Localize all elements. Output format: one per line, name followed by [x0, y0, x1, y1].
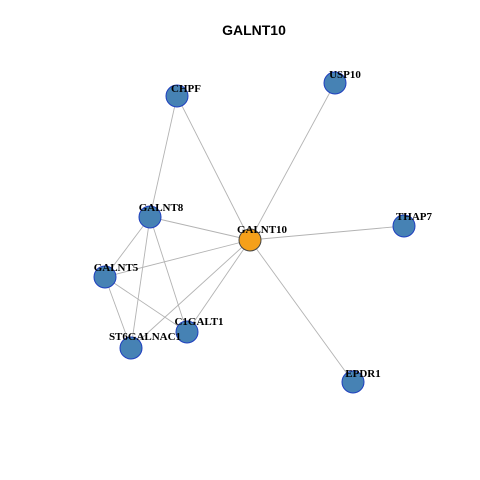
- node-circle-chpf[interactable]: [165, 84, 189, 108]
- node-galnt5[interactable]: GALNT5: [93, 262, 139, 289]
- edge-galnt10-chpf: [176, 95, 251, 241]
- node-circle-st6galnac1[interactable]: [119, 336, 143, 360]
- edge-galnt8-st6galnac1: [130, 216, 151, 349]
- diagram-title: GALNT10: [222, 22, 286, 38]
- node-circle-c1galt1[interactable]: [175, 320, 199, 344]
- edge-galnt10-thap7: [249, 225, 405, 241]
- edge-galnt10-galnt5: [104, 239, 251, 278]
- node-thap7[interactable]: THAP7: [392, 211, 433, 238]
- edge-galnt10-c1galt1: [186, 239, 251, 333]
- node-chpf[interactable]: CHPF: [165, 83, 201, 108]
- node-label-galnt10: GALNT10: [237, 224, 288, 236]
- edge-galnt5-st6galnac1: [104, 276, 132, 349]
- edge-galnt8-galnt5: [104, 216, 151, 278]
- node-st6galnac1[interactable]: ST6GALNAC1: [109, 331, 181, 360]
- node-galnt10[interactable]: GALNT10: [237, 224, 288, 252]
- node-layer: GALNT10 CHPF USP10GALNT8THAP7GALNT5C1GALT1…: [93, 69, 433, 394]
- node-label-galnt8: GALNT8: [139, 202, 184, 214]
- node-epdr1[interactable]: EPDR1: [341, 368, 381, 394]
- edge-galnt8-c1galt1: [149, 216, 188, 333]
- node-c1galt1[interactable]: C1GALT1: [174, 316, 224, 344]
- edge-galnt10-epdr1: [249, 239, 354, 383]
- edge-layer: [104, 82, 405, 383]
- node-circle-galnt5[interactable]: [93, 265, 117, 289]
- node-label-st6galnac1: ST6GALNAC1: [109, 331, 181, 343]
- node-circle-galnt10[interactable]: [238, 228, 262, 252]
- node-label-epdr1: EPDR1: [345, 368, 380, 380]
- edge-galnt10-usp10: [249, 82, 336, 241]
- node-circle-epdr1[interactable]: [341, 370, 365, 394]
- edge-galnt10-st6galnac1: [130, 239, 251, 349]
- edge-galnt5-c1galt1: [104, 276, 188, 333]
- node-label-chpf: CHPF: [171, 83, 201, 95]
- node-circle-usp10[interactable]: [323, 71, 347, 95]
- node-circle-thap7[interactable]: [392, 214, 416, 238]
- edge-chpf-galnt8: [149, 95, 178, 218]
- node-label-thap7: THAP7: [396, 211, 433, 223]
- edge-galnt10-galnt8: [149, 216, 251, 241]
- node-usp10[interactable]: USP10: [323, 69, 361, 95]
- node-label-usp10: USP10: [329, 69, 361, 81]
- node-label-c1galt1: C1GALT1: [174, 316, 223, 328]
- node-circle-galnt8[interactable]: [138, 205, 162, 229]
- node-label-galnt5: GALNT5: [94, 262, 139, 274]
- node-galnt8[interactable]: GALNT8: [138, 202, 184, 229]
